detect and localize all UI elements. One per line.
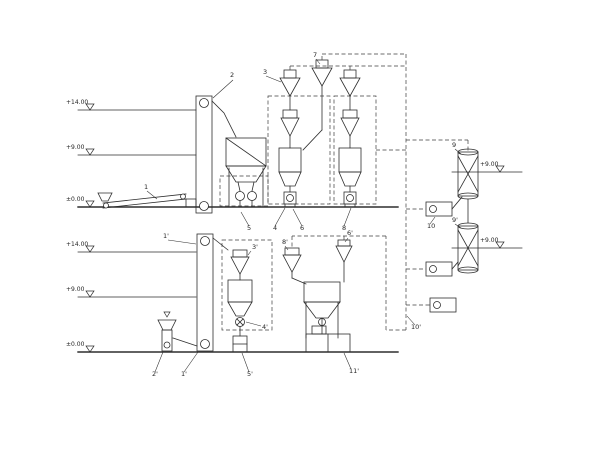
bucket-elevator-bottom xyxy=(196,233,229,352)
equipment-label-9: 9 xyxy=(452,141,456,149)
labels-top: 1 2 3 7 5 4 6 8 9 10 9' 10' xyxy=(144,51,462,331)
elevation-label: ±0.00 xyxy=(66,196,85,203)
elevation-markers-right: +9.00 +9.00 xyxy=(480,161,505,249)
cyclone-unit-6-prime xyxy=(335,239,353,283)
packing-machine-11-prime xyxy=(305,325,351,353)
equipment-label-3-prime: 3' xyxy=(252,243,258,251)
elevation-label: +9.00 xyxy=(66,144,85,151)
feeder-2-prime xyxy=(157,311,198,352)
equipment-label-4-prime: 4' xyxy=(262,323,268,331)
bag-filter-middle xyxy=(302,59,333,151)
cyclone-unit-8-prime xyxy=(282,247,307,285)
equipment-label-9-prime: 9' xyxy=(452,216,458,224)
equipment-label-8: 8 xyxy=(342,224,346,232)
vertical-cylinder-9 xyxy=(457,148,479,224)
separator-bin xyxy=(225,137,267,208)
equipment-label-11-prime: 11' xyxy=(349,367,359,375)
equipment-label-7: 7 xyxy=(313,51,317,59)
elevation-label: ±0.00 xyxy=(66,341,85,348)
elevation-markers-top: +14.00 +9.00 ±0.00 xyxy=(66,99,95,208)
fan-box-2 xyxy=(425,261,459,277)
equipment-label-5: 5 xyxy=(247,224,251,232)
equipment-label-6: 6 xyxy=(300,224,304,232)
vertical-cylinder-9-prime xyxy=(457,222,479,274)
equipment-label-6-prime: 6' xyxy=(347,229,353,237)
elevation-markers-bottom: +14.00 +9.00 ±0.00 xyxy=(66,241,95,353)
equipment-label-5-prime: 5' xyxy=(247,370,253,378)
labels-bottom: 1' 3' 8' 6' 4' 5' 2' 1' 11' xyxy=(152,229,359,378)
equipment-label-8-prime: 8' xyxy=(282,238,288,246)
fan-box-3 xyxy=(429,297,457,313)
cyclone-unit-3-prime xyxy=(227,249,253,353)
storage-hopper xyxy=(303,281,341,339)
equipment-label-2: 2 xyxy=(230,71,234,79)
elevation-label: +14.00 xyxy=(66,99,88,106)
equipment-label-3: 3 xyxy=(263,68,267,76)
equipment-label-10-prime: 10' xyxy=(411,323,421,331)
cyclone-filter-unit-left xyxy=(278,69,302,208)
elevation-label: +9.00 xyxy=(480,237,499,244)
equipment-label-1-prime: 1' xyxy=(163,232,169,240)
inclined-conveyor xyxy=(97,192,197,209)
elevation-label: +9.00 xyxy=(480,161,499,168)
duct-network xyxy=(219,53,469,331)
floor-lines-right xyxy=(451,171,523,249)
elevation-label: +9.00 xyxy=(66,286,85,293)
elevation-label: +14.00 xyxy=(66,241,88,248)
equipment-label-10: 10 xyxy=(427,222,435,230)
cyclone-filter-unit-right xyxy=(338,69,362,208)
fan-box-1 xyxy=(425,196,463,217)
equipment-label-1-prime-boot: 1' xyxy=(181,370,187,378)
equipment-label-1: 1 xyxy=(144,183,148,191)
equipment-label-4: 4 xyxy=(273,224,277,232)
equipment-label-2-prime: 2' xyxy=(152,370,158,378)
bucket-elevator-top xyxy=(195,95,237,214)
